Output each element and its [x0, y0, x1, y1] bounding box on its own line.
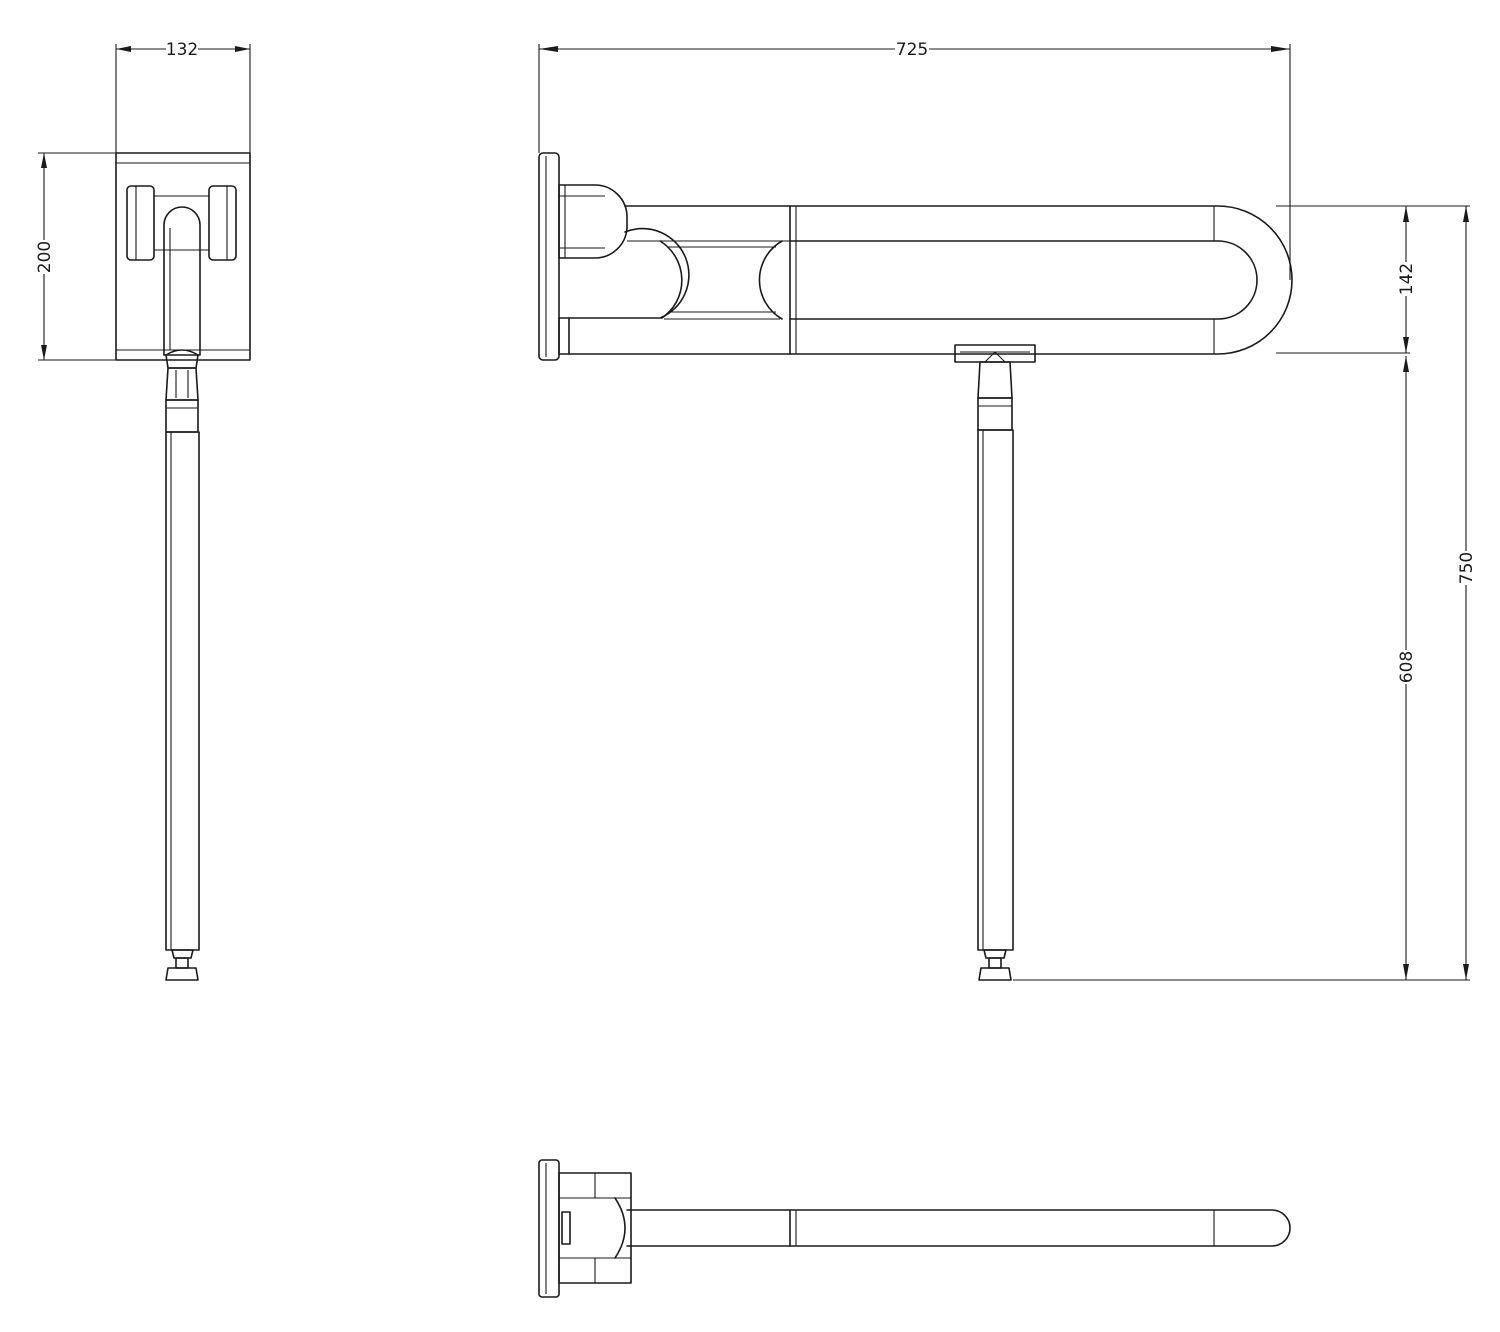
dimension-total-height: 750: [1457, 206, 1477, 980]
front-pivot-joint: [568, 227, 783, 320]
dimension-label-leg-height: 608: [1397, 651, 1417, 683]
front-wall-plate: [538, 152, 560, 361]
side-leg: [165, 367, 200, 981]
top-view: [538, 1159, 1291, 1298]
front-upper-rail: [568, 205, 1293, 355]
dimension-label-total-height: 750: [1457, 552, 1477, 584]
front-leg-bracket: [954, 344, 1036, 399]
dimension-leg-height: 608: [1013, 356, 1470, 981]
top-rail: [626, 1209, 1291, 1247]
dimension-label-total-length: 725: [896, 40, 928, 60]
dimension-label-side-width: 132: [166, 40, 198, 60]
dimension-label-rail-height: 142: [1397, 263, 1417, 295]
side-folding-tube: [163, 206, 201, 369]
side-wall-plate: [115, 152, 251, 361]
side-hinge-blocks: [126, 185, 237, 261]
dimension-side-height: 200: [34, 152, 116, 361]
dimension-rail-height: 142: [1276, 205, 1470, 354]
front-view: [538, 152, 1293, 981]
top-hinge-block: [558, 1172, 632, 1284]
top-wall-plate: [538, 1159, 560, 1298]
front-leg: [977, 397, 1014, 981]
side-view: [115, 152, 251, 981]
dimension-label-side-height: 200: [35, 241, 55, 273]
front-hinge-bracket: [558, 184, 628, 355]
dimension-side-width: 132: [115, 38, 251, 153]
dimension-total-length: 725: [538, 38, 1291, 280]
